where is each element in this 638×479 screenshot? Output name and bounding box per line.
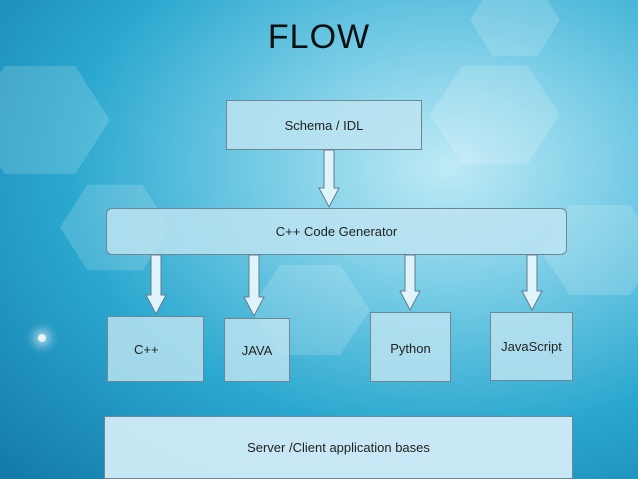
schema-idl-box: Schema / IDL — [226, 100, 422, 150]
code-generator-box: C++ Code Generator — [106, 208, 567, 255]
background-hexagon — [430, 65, 560, 165]
arrow-generator-to-java — [243, 255, 265, 317]
server-client-box: Server /Client application bases — [104, 416, 573, 479]
javascript-box: JavaScript — [490, 312, 573, 381]
arrow-generator-to-javascript — [521, 255, 543, 311]
python-label: Python — [390, 341, 431, 356]
java-box: JAVA — [224, 318, 290, 382]
arrow-generator-to-cpp — [145, 255, 167, 315]
python-box: Python — [370, 312, 451, 382]
slide-title: FLOW — [267, 18, 371, 56]
schema-idl-label: Schema / IDL — [284, 117, 364, 133]
background-light-dot — [38, 334, 46, 342]
arrow-schema-to-generator — [318, 150, 340, 208]
javascript-label: JavaScript — [501, 339, 562, 354]
code-generator-label: C++ Code Generator — [275, 224, 398, 239]
cpp-label: C++ — [134, 341, 159, 357]
server-client-label: Server /Client application bases — [247, 440, 430, 455]
background-hexagon — [0, 66, 110, 174]
java-label: JAVA — [241, 342, 273, 358]
arrow-generator-to-python — [399, 255, 421, 311]
cpp-box: C++ — [107, 316, 204, 382]
